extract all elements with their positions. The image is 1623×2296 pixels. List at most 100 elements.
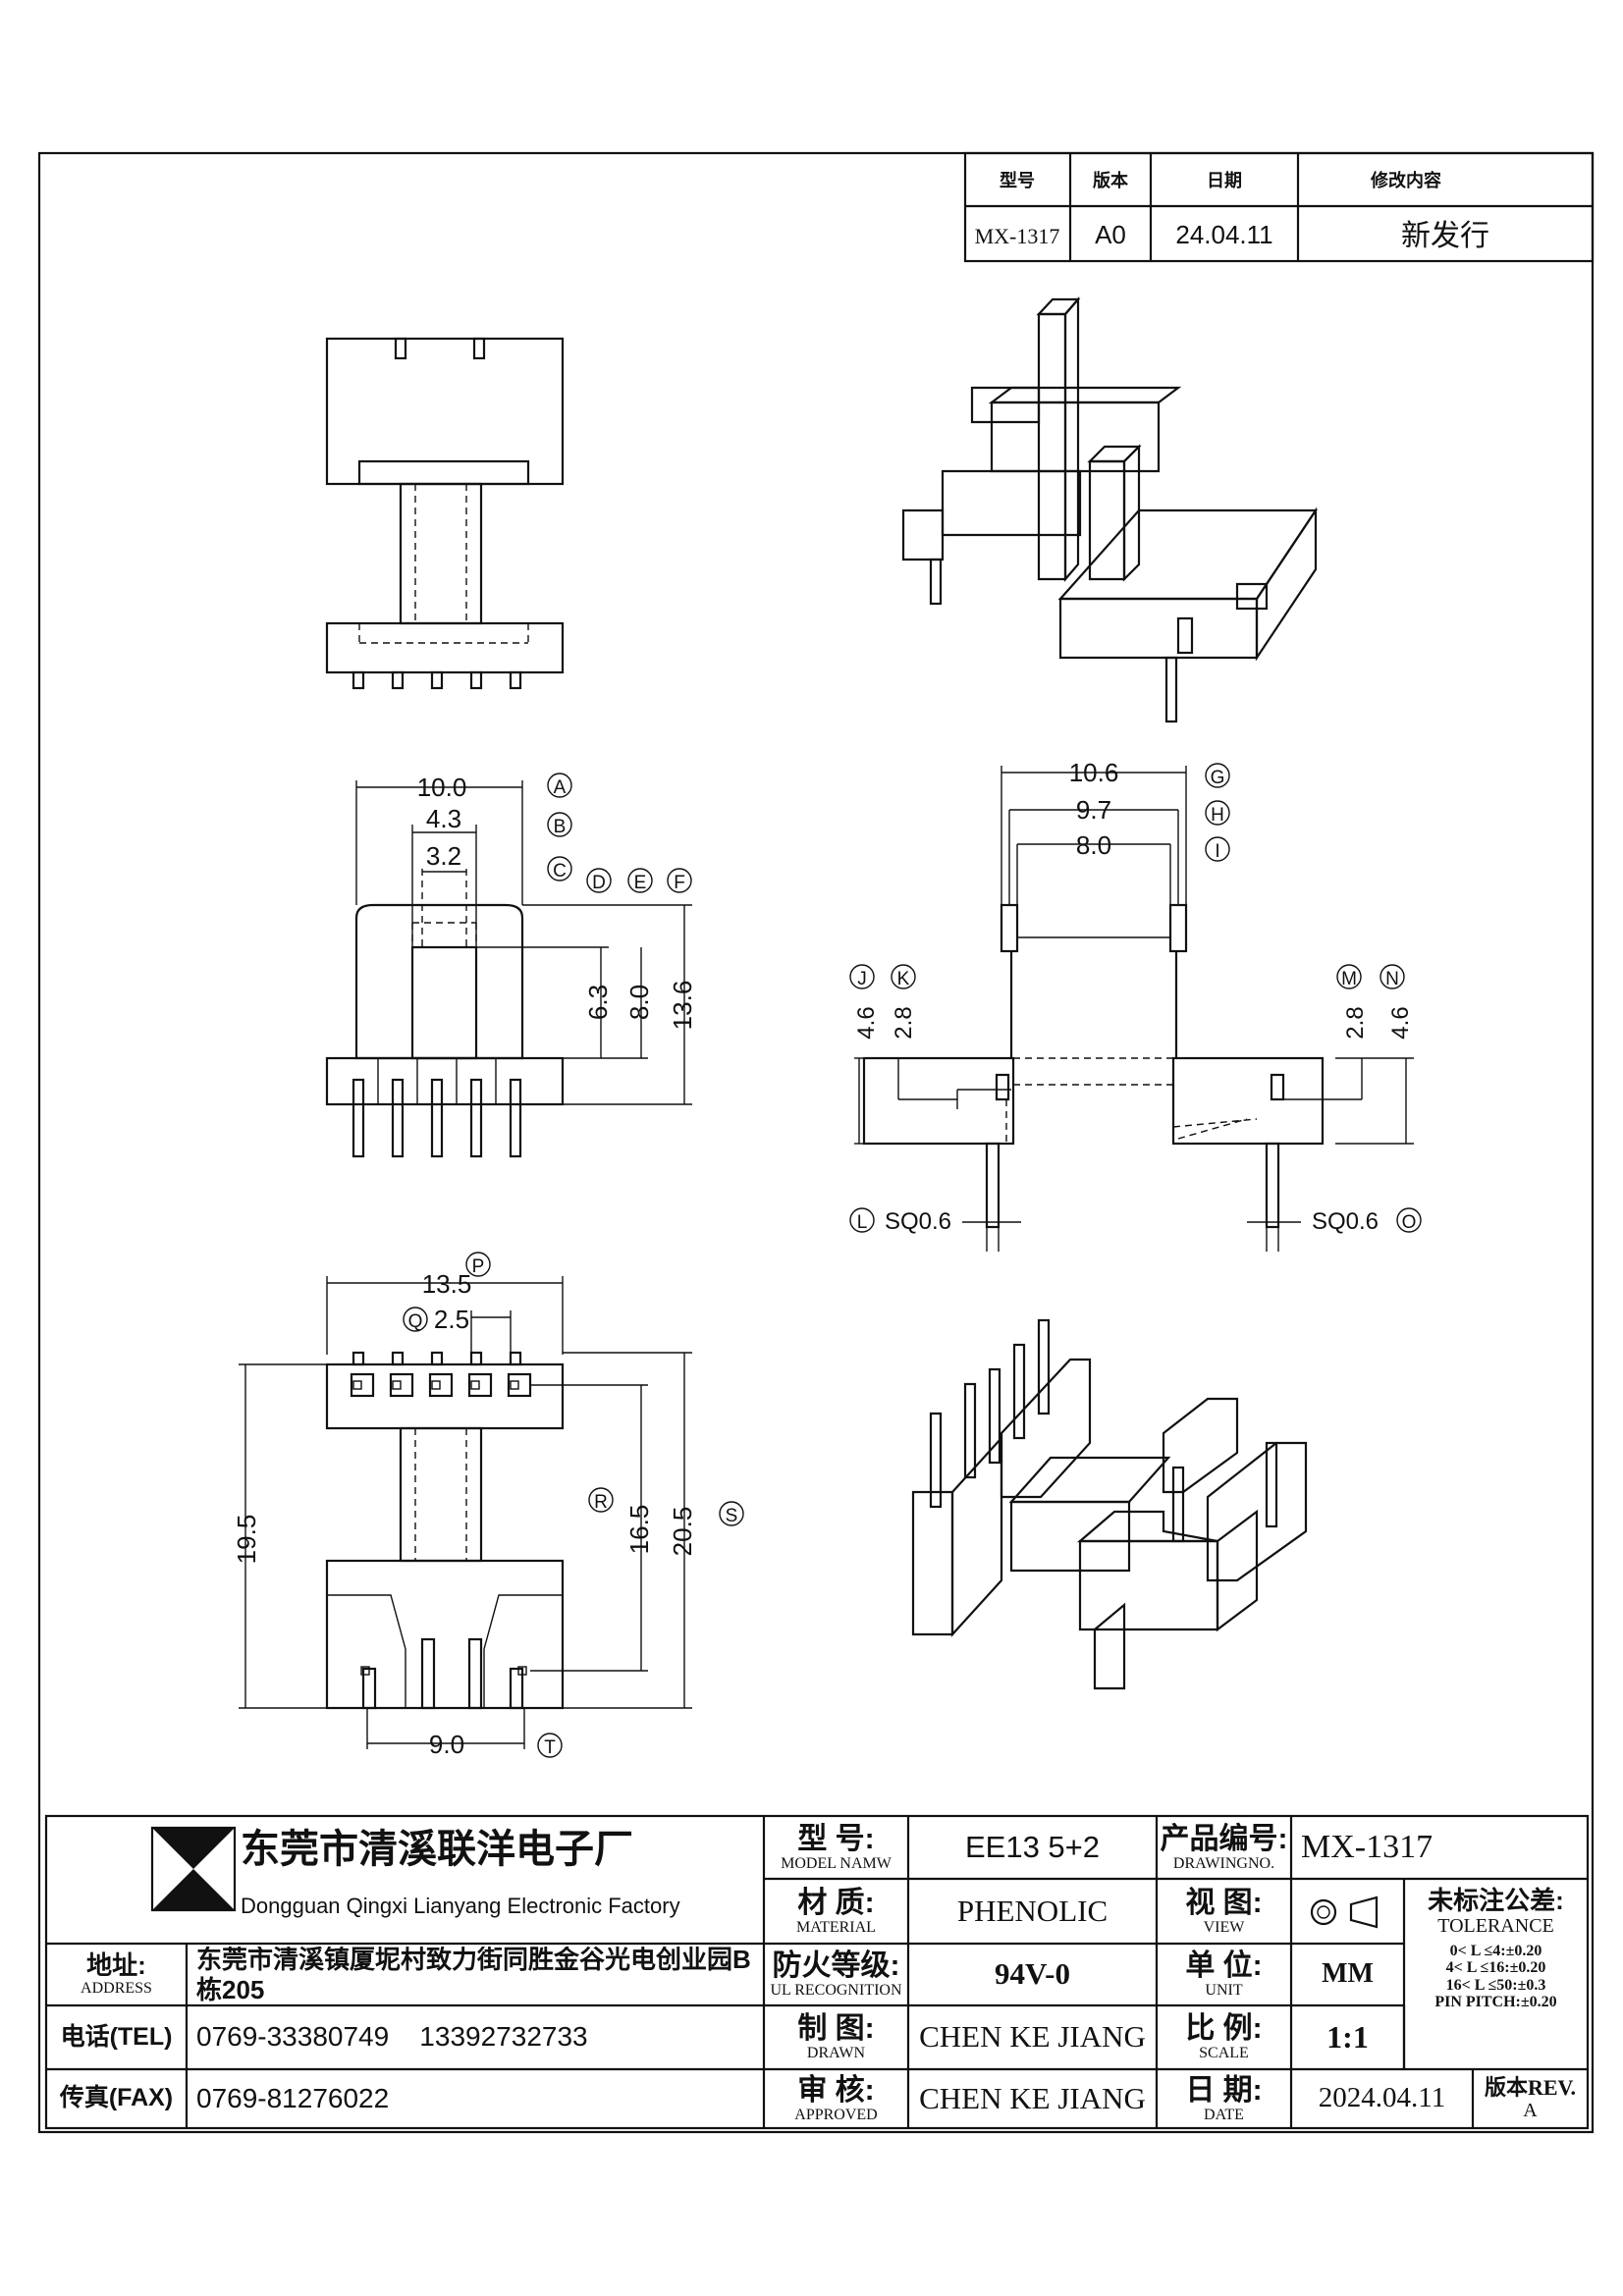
unit-label: 单 位: UNIT (1157, 1944, 1291, 2005)
approved-label-cn: 审 核: (797, 2073, 875, 2107)
mark-L: L (857, 1212, 868, 1233)
unit-label-en: UNIT (1205, 1982, 1243, 2000)
mark-S: S (726, 1506, 738, 1526)
dim-A-value: 10.0 (417, 773, 467, 802)
fire-rating-value: 94V-0 (995, 1956, 1070, 1992)
rev-version: A0 (1095, 220, 1126, 249)
projection-view-symbol (1310, 1896, 1379, 1929)
dim-S-value: 20.5 (668, 1507, 697, 1557)
date-value: 2024.04.11 (1318, 2082, 1446, 2114)
drawn-label: 制 图: DRAWN (764, 2005, 908, 2069)
side-view-left (325, 903, 565, 1158)
dim-D-value: 6.3 (583, 985, 613, 1020)
dim-H-value: 9.7 (1076, 795, 1111, 825)
scale-label: 比 例: SCALE (1157, 2005, 1291, 2069)
rev-header-model: 型号 (1000, 170, 1035, 190)
front-view-top (325, 337, 565, 690)
drawn-label-en: DRAWN (806, 2045, 866, 2062)
fax-value: 0769-81276022 (196, 2082, 390, 2113)
mark-A: A (554, 777, 567, 798)
dim-P-value: 13.5 (422, 1269, 472, 1299)
date-label: 日 期: DATE (1157, 2069, 1291, 2128)
mark-C: C (553, 861, 567, 881)
dim-K-value: 2.8 (891, 1006, 917, 1039)
mark-G: G (1211, 768, 1225, 788)
material-value: PHENOLIC (956, 1893, 1109, 1928)
dim-T-value: 9.0 (429, 1730, 464, 1759)
scale-label-en: SCALE (1199, 2045, 1249, 2062)
mark-R: R (594, 1492, 608, 1513)
model-label-en: MODEL NAMW (781, 1854, 892, 1872)
fire-rating-label: 防火等级: UL RECOGNITION (764, 1944, 908, 2005)
side-view-right (862, 903, 1325, 1229)
drawing-no-label-en: DRAWINGNO. (1172, 1854, 1275, 1872)
address-label: 地址: ADDRESS (46, 1944, 187, 2005)
company-logo (150, 1826, 237, 1912)
revision-value: A (1523, 2100, 1538, 2122)
mark-K: K (897, 969, 910, 989)
dim-E-value: 8.0 (624, 985, 654, 1020)
date-label-en: DATE (1204, 2106, 1244, 2123)
drawing-no-label-cn: 产品编号: (1160, 1822, 1288, 1855)
dim-19-5-value: 19.5 (232, 1515, 261, 1565)
mark-Q: Q (408, 1311, 423, 1332)
tolerance-block: 未标注公差: TOLERANCE 0< L ≤4:±0.20 4< L ≤16:… (1406, 1881, 1586, 2067)
top-view-bottom-dims (239, 1276, 692, 1749)
view-label-en: VIEW (1203, 1918, 1245, 1936)
dim-N-value: 4.6 (1387, 1006, 1414, 1039)
drawn-label-cn: 制 图: (797, 2012, 875, 2046)
fire-rating-label-en: UL RECOGNITION (770, 1982, 902, 2000)
tolerance-line-1: 0< L ≤4:±0.20 (1449, 1942, 1542, 1959)
dim-R-value: 16.5 (624, 1505, 654, 1555)
sheet-border (37, 151, 1595, 2134)
dim-M-value: 2.8 (1342, 1006, 1369, 1039)
approved-label: 审 核: APPROVED (764, 2069, 908, 2128)
dim-Q-value: 2.5 (434, 1305, 469, 1334)
model-label: 型 号: MODEL NAMW (764, 1816, 908, 1879)
dim-I-value: 8.0 (1076, 830, 1111, 860)
material-label-en: MATERIAL (796, 1918, 876, 1936)
unit-label-cn: 单 位: (1185, 1949, 1263, 1983)
revision-label: 版本REV. (1484, 2074, 1577, 2100)
rev-header-content: 修改内容 (1370, 170, 1441, 190)
mark-T: T (544, 1737, 556, 1758)
isometric-view-top (901, 296, 1319, 723)
mark-B: B (554, 817, 567, 837)
mark-P: P (472, 1256, 485, 1277)
mark-H: H (1211, 805, 1224, 826)
tolerance-label-cn: 未标注公差: (1428, 1886, 1564, 1915)
material-label-cn: 材 质: (797, 1886, 875, 1919)
drawn-value: CHEN KE JIANG (919, 2019, 1146, 2055)
model-value: EE13 5+2 (964, 1829, 1101, 1864)
tolerance-line-3: 16< L ≤50:±0.3 (1445, 1976, 1546, 1994)
mark-I: I (1215, 841, 1219, 862)
date-label-cn: 日 期: (1185, 2073, 1263, 2107)
mark-J: J (857, 969, 867, 989)
mark-O: O (1402, 1212, 1417, 1233)
mark-E: E (634, 873, 647, 893)
mark-D: D (592, 873, 606, 893)
view-label: 视 图: VIEW (1157, 1879, 1291, 1944)
tolerance-line-4: PIN PITCH:±0.20 (1434, 1994, 1557, 2011)
mark-M: M (1341, 969, 1357, 989)
scale-value: 1:1 (1326, 2018, 1369, 2055)
rev-content: 新发行 (1401, 220, 1489, 252)
dim-G-value: 10.6 (1069, 758, 1119, 787)
unit-value: MM (1322, 1958, 1374, 1990)
dim-C-value: 3.2 (426, 841, 461, 871)
top-view-bottom (325, 1351, 565, 1710)
side-view-left-dims (355, 780, 692, 1105)
material-label: 材 质: MATERIAL (764, 1879, 908, 1944)
side-view-right-dims (854, 766, 1414, 1252)
drawing-no-value: MX-1317 (1301, 1829, 1434, 1866)
address-label-en: ADDRESS (81, 1980, 152, 1997)
rev-model: MX-1317 (975, 224, 1060, 248)
fire-rating-label-cn: 防火等级: (772, 1949, 900, 1983)
tel-value: 0769-33380749 13392732733 (196, 2021, 588, 2053)
company-name-cn: 东莞市清溪联洋电子厂 (241, 1828, 633, 1871)
company-name-en: Dongguan Qingxi Lianyang Electronic Fact… (241, 1893, 680, 1918)
tolerance-label-en: TOLERANCE (1437, 1914, 1554, 1937)
mark-F: F (674, 873, 685, 893)
